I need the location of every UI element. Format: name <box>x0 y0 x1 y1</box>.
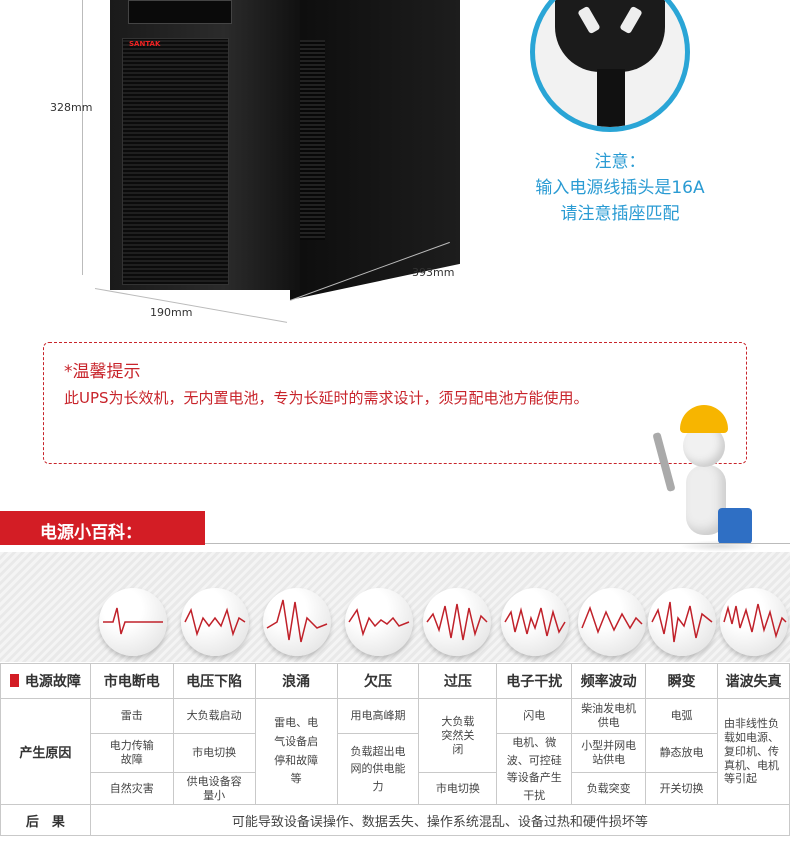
result-row-label: 后 果 <box>0 804 91 837</box>
table-cell: 雷击 <box>89 698 174 734</box>
column-header: 瞬变 <box>645 663 718 699</box>
ups-display <box>128 0 232 24</box>
red-marker <box>9 674 19 687</box>
plug-body <box>555 0 665 72</box>
electronic-noise-wave-icon <box>501 588 569 656</box>
table-cell: 电力传输故障 <box>89 732 174 774</box>
tip-box <box>43 342 747 464</box>
result-cell: 可能导致设备误操作、数据丢失、操作系统混乱、设备过热和硬件损坏等 <box>89 804 790 837</box>
column-header: 市电断电 <box>89 663 174 699</box>
table-cell: 自然灾害 <box>89 772 174 806</box>
ups-front-grille <box>122 38 229 285</box>
table-cell: 大负载突然关闭 <box>418 697 498 774</box>
tip-text: 此UPS为长效机，无内置电池，专为长延时的需求设计，须另配电池方能使用。 <box>64 389 589 407</box>
table-cell: 供电设备容量小 <box>172 772 256 806</box>
column-header: 过压 <box>418 663 498 699</box>
plug-note-title: 注意： <box>594 152 646 172</box>
product-illustration: 328mm SANTAK 190mm 393mm <box>0 0 480 330</box>
plug-note-line1: 输入电源线插头是16A <box>535 178 705 198</box>
table-cell: 静态放电 <box>645 732 718 774</box>
plug-pin <box>619 5 643 35</box>
column-header: 谐波失真 <box>717 663 790 699</box>
section-header-bar <box>0 511 205 545</box>
plug-image <box>530 0 690 132</box>
brand-logo: SANTAK <box>129 40 161 48</box>
table-cell: 开关切换 <box>645 772 718 806</box>
depth-label: 393mm <box>412 266 455 279</box>
undervoltage-wave-icon <box>345 588 413 656</box>
column-header: 频率波动 <box>571 663 647 699</box>
height-label: 328mm <box>50 101 93 114</box>
overvoltage-wave-icon <box>423 588 491 656</box>
table-cell: 小型并网电站供电 <box>571 732 647 774</box>
table-header-row: 电源故障 市电断电 电压下陷 浪涌 欠压 过压 电子干扰 频率波动 瞬变 谐波失… <box>0 663 790 699</box>
table-cell: 市电切换 <box>172 732 256 774</box>
side-vent <box>300 40 325 240</box>
section-title: 电源小百科： <box>40 523 142 543</box>
table-row: 后 果 可能导致设备误操作、数据丢失、操作系统混乱、设备过热和硬件损坏等 <box>0 804 790 837</box>
table-corner-header: 电源故障 <box>0 663 91 699</box>
harmonic-distortion-wave-icon <box>720 588 788 656</box>
table-cell: 负载超出电网的供电能力 <box>336 732 420 806</box>
plug-cable <box>597 69 625 127</box>
table-cell: 大负载启动 <box>172 698 256 734</box>
table-cell: 柴油发电机供电 <box>571 698 647 734</box>
plug-note-line2: 请注意插座匹配 <box>560 204 680 224</box>
power-fault-table: 电源故障 市电断电 电压下陷 浪涌 欠压 过压 电子干扰 频率波动 瞬变 谐波失… <box>0 663 790 837</box>
table-cell: 雷电、电气设备启停和故障等 <box>254 697 338 806</box>
table-cell: 电机、微波、可控硅等设备产生干扰 <box>496 732 573 806</box>
column-header: 浪涌 <box>254 663 338 699</box>
transient-wave-icon <box>648 588 716 656</box>
plug-pin <box>577 5 601 35</box>
table-row: 产生原因 雷击 大负载启动 雷电、电气设备启停和故障等 用电高峰期 大负载突然关… <box>0 697 790 806</box>
column-header: 电子干扰 <box>496 663 573 699</box>
column-header: 欠压 <box>336 663 420 699</box>
table-cell: 电弧 <box>645 698 718 734</box>
surge-wave-icon <box>263 588 331 656</box>
table-cell: 闪电 <box>496 698 573 734</box>
power-outage-wave-icon <box>99 588 167 656</box>
column-header: 电压下陷 <box>172 663 256 699</box>
frequency-fluctuation-wave-icon <box>578 588 646 656</box>
tip-title: *温馨提示 <box>64 362 141 382</box>
width-label: 190mm <box>150 306 193 319</box>
table-row: 自然灾害 供电设备容量小 市电切换 负载突变 开关切换 <box>1 772 790 806</box>
voltage-sag-wave-icon <box>181 588 249 656</box>
cause-row-label: 产生原因 <box>0 697 91 806</box>
table-cell: 负载突变 <box>571 772 647 806</box>
table-cell: 市电切换 <box>418 772 498 806</box>
section-divider <box>205 543 790 544</box>
table-row: 电力传输故障 市电切换 负载超出电网的供电能力 电机、微波、可控硅等设备产生干扰… <box>1 732 790 806</box>
toolbox-icon <box>718 508 752 544</box>
table-cell: 由非线性负载如电源、复印机、传真机、电机等引起 <box>717 697 790 806</box>
height-dimension-line <box>82 0 83 275</box>
table-cell: 用电高峰期 <box>336 698 420 734</box>
